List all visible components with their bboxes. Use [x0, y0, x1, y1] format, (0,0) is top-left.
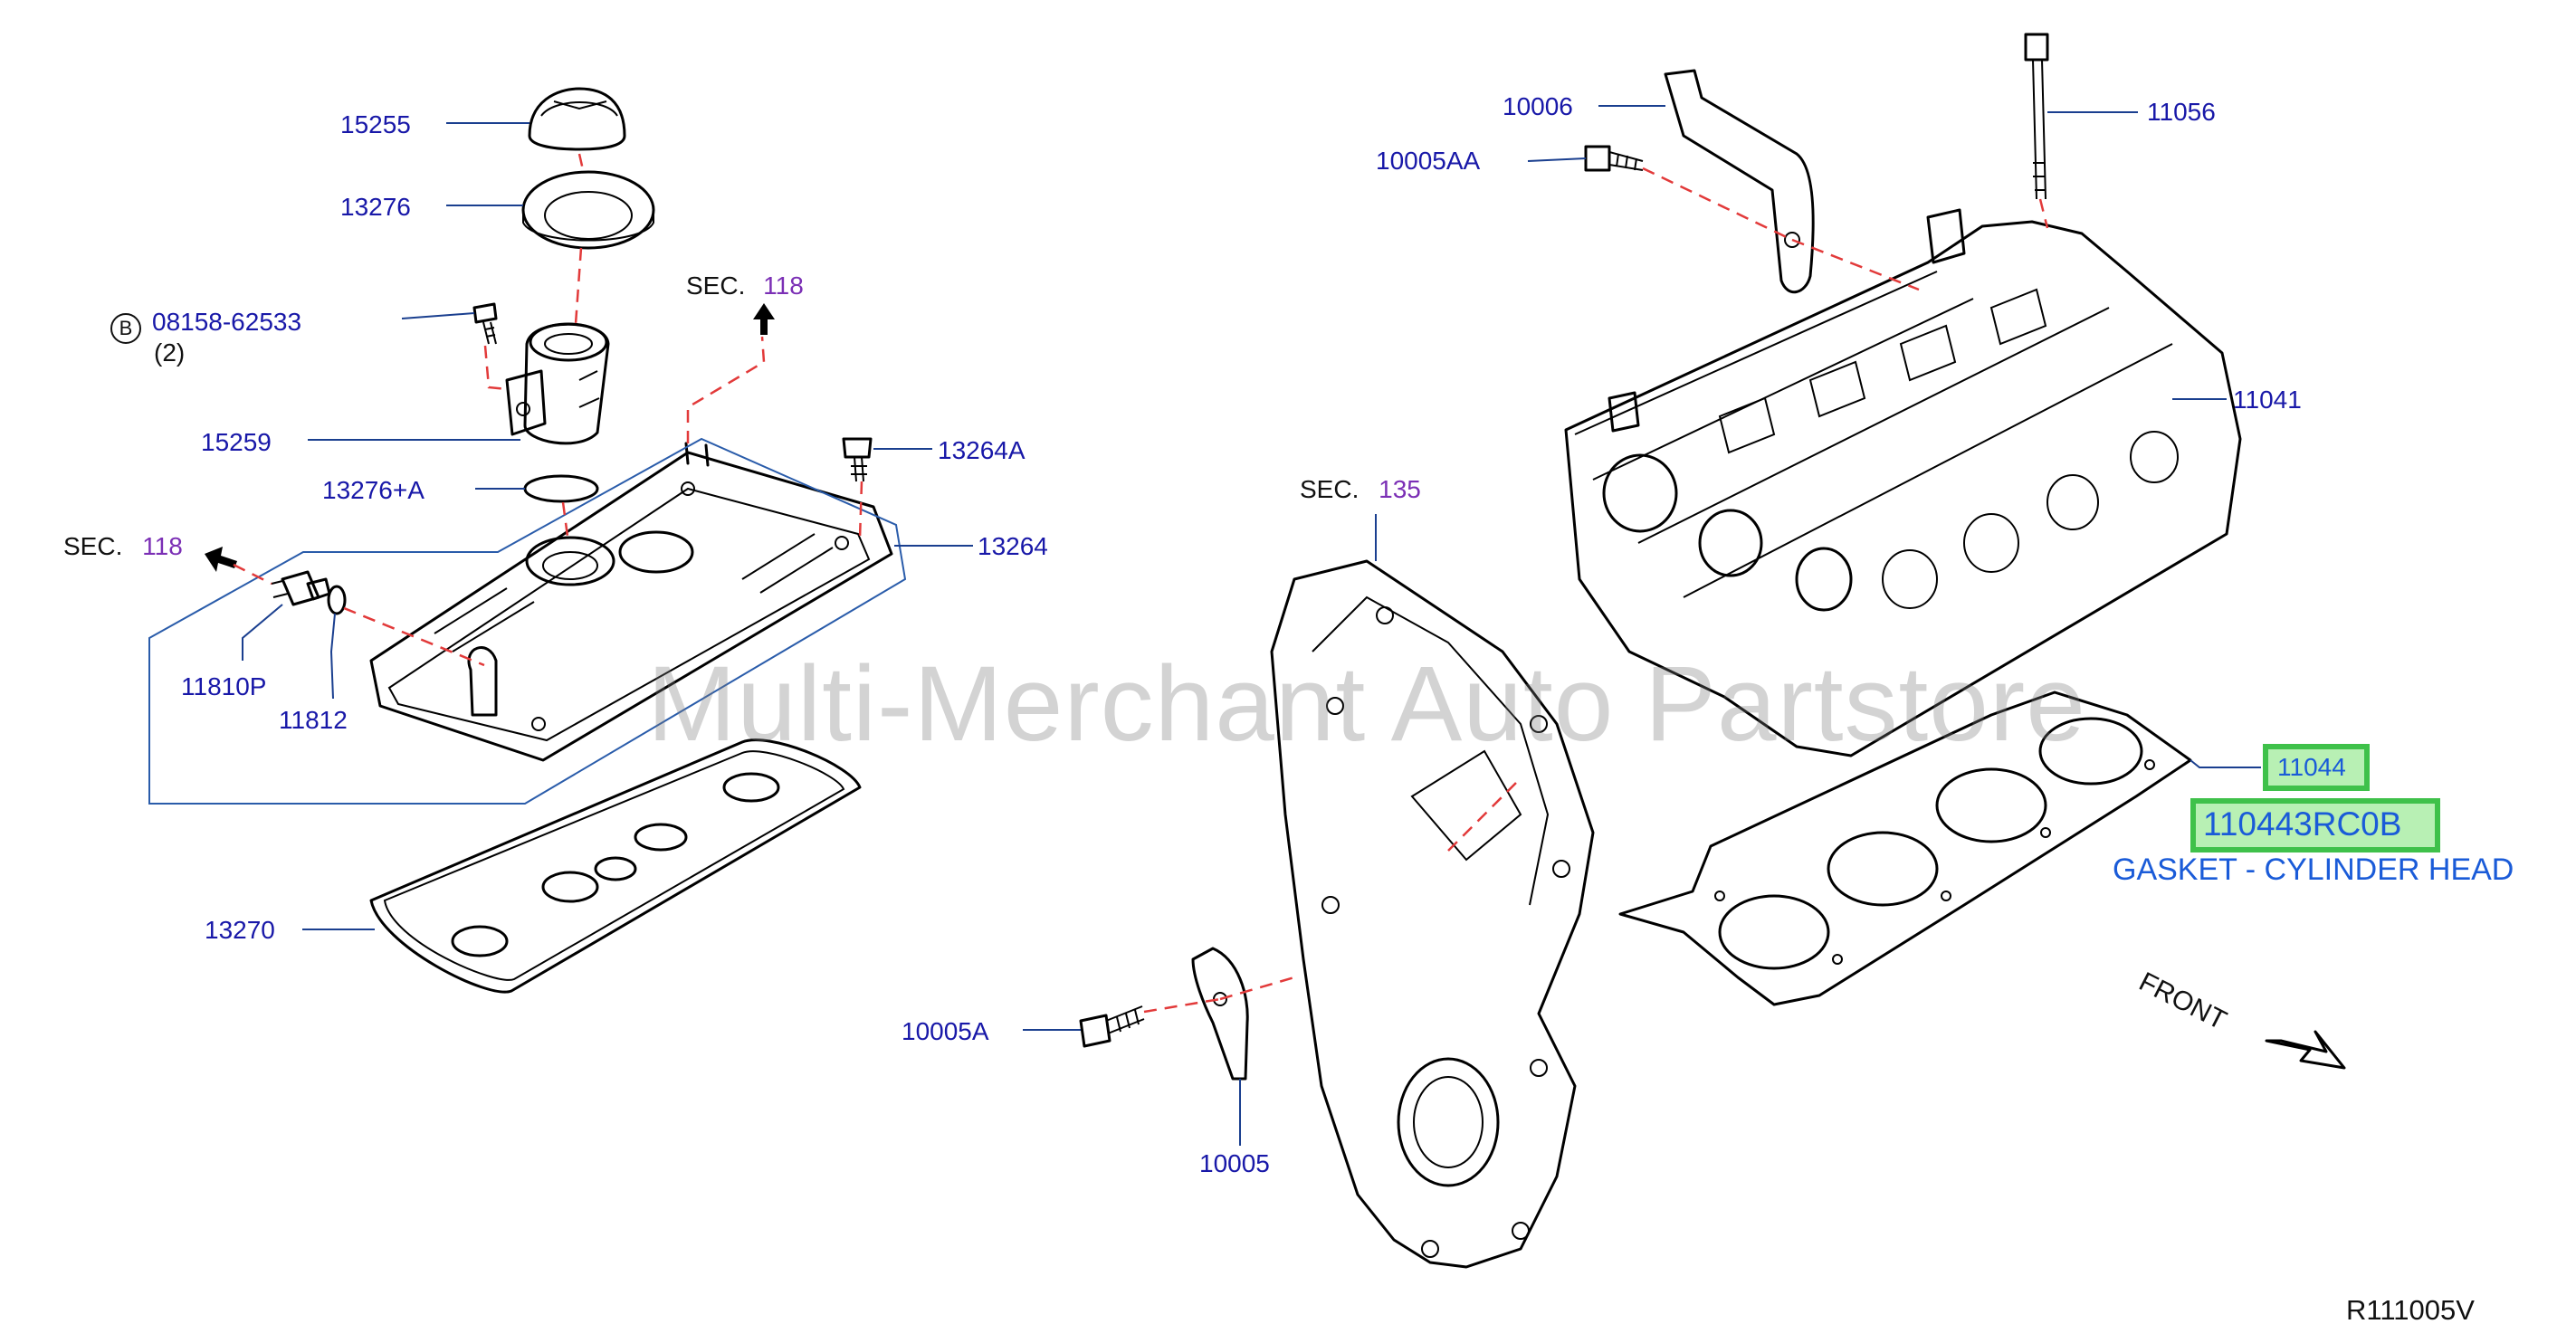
section-prefix: SEC. [1300, 475, 1360, 503]
bolt-10005a [1079, 1005, 1145, 1048]
sec-118-arrow-upper-icon [753, 303, 775, 335]
section-prefix: SEC. [63, 532, 123, 560]
head-gasket [1618, 691, 2192, 1006]
oil-filler-cap [528, 87, 626, 151]
front-arrow-icon [2265, 1030, 2346, 1070]
part-label-10005: 10005 [1199, 1149, 1270, 1177]
part-number-110443rc0b[interactable]: 110443RC0B [2203, 805, 2402, 843]
part-label-13264a: 13264A [938, 436, 1026, 464]
stud-13264a [842, 437, 873, 482]
sec-118-arrow-left-icon [205, 547, 237, 572]
part-label-10005a: 10005A [902, 1017, 989, 1045]
bolt-category-b-icon: B [110, 313, 141, 344]
bolt-10005aa [1584, 145, 1644, 172]
highlight-box-11044[interactable] [2263, 744, 2370, 791]
part-quantity-08158: (2) [154, 338, 186, 367]
filler-neck [505, 322, 610, 445]
part-label-10005aa: 10005AA [1376, 147, 1481, 175]
section-number: 118 [763, 271, 804, 300]
cylinder-head [1564, 208, 2242, 757]
timing-cover [1270, 559, 1595, 1269]
alignment-lines [233, 153, 2049, 1014]
gasket-description: GASKET - CYLINDER HEAD [2113, 852, 2514, 887]
filler-seal [521, 170, 655, 250]
bracket-10005 [1191, 947, 1249, 1081]
part-label-13264: 13264 [978, 532, 1048, 560]
o-ring-13276a [523, 474, 599, 503]
section-number: 118 [142, 532, 183, 560]
part-label-13276: 13276 [340, 193, 411, 221]
bolt-08158 [472, 302, 498, 345]
part-label-11044[interactable]: 11044 [2277, 753, 2346, 781]
leader-lines [242, 105, 2261, 1146]
part-label-11812: 11812 [279, 706, 348, 734]
diagram-reference-code: R111005V [2346, 1294, 2475, 1326]
section-ref-118-upper: SEC. 118 [686, 273, 804, 299]
valve-cover-frame [148, 437, 907, 805]
section-prefix: SEC. [686, 271, 746, 300]
part-label-08158-62533: 08158-62533 [152, 308, 302, 336]
highlight-box-110443rc0b[interactable] [2190, 798, 2440, 852]
part-label-11810p: 11810P [181, 672, 267, 700]
section-number: 135 [1379, 475, 1421, 503]
part-label-11056: 11056 [2147, 98, 2216, 126]
bracket-10006 [1664, 69, 1815, 293]
valve-cover-gasket [369, 738, 862, 994]
part-label-15255: 15255 [340, 110, 411, 138]
section-ref-118-left: SEC. 118 [63, 534, 183, 559]
part-label-13270: 13270 [205, 916, 275, 944]
part-label-10006: 10006 [1503, 92, 1573, 120]
grommet-11812 [327, 585, 347, 615]
part-label-13276a: 13276+A [322, 476, 425, 504]
pcv-valve [271, 570, 331, 606]
part-label-11041: 11041 [2233, 386, 2302, 414]
part-label-15259: 15259 [201, 428, 272, 456]
watermark: Multi-Merchant Auto Partstore [647, 644, 2086, 764]
head-bolt-11056 [2024, 33, 2049, 200]
valve-cover [369, 442, 893, 762]
section-ref-135: SEC. 135 [1300, 477, 1421, 502]
